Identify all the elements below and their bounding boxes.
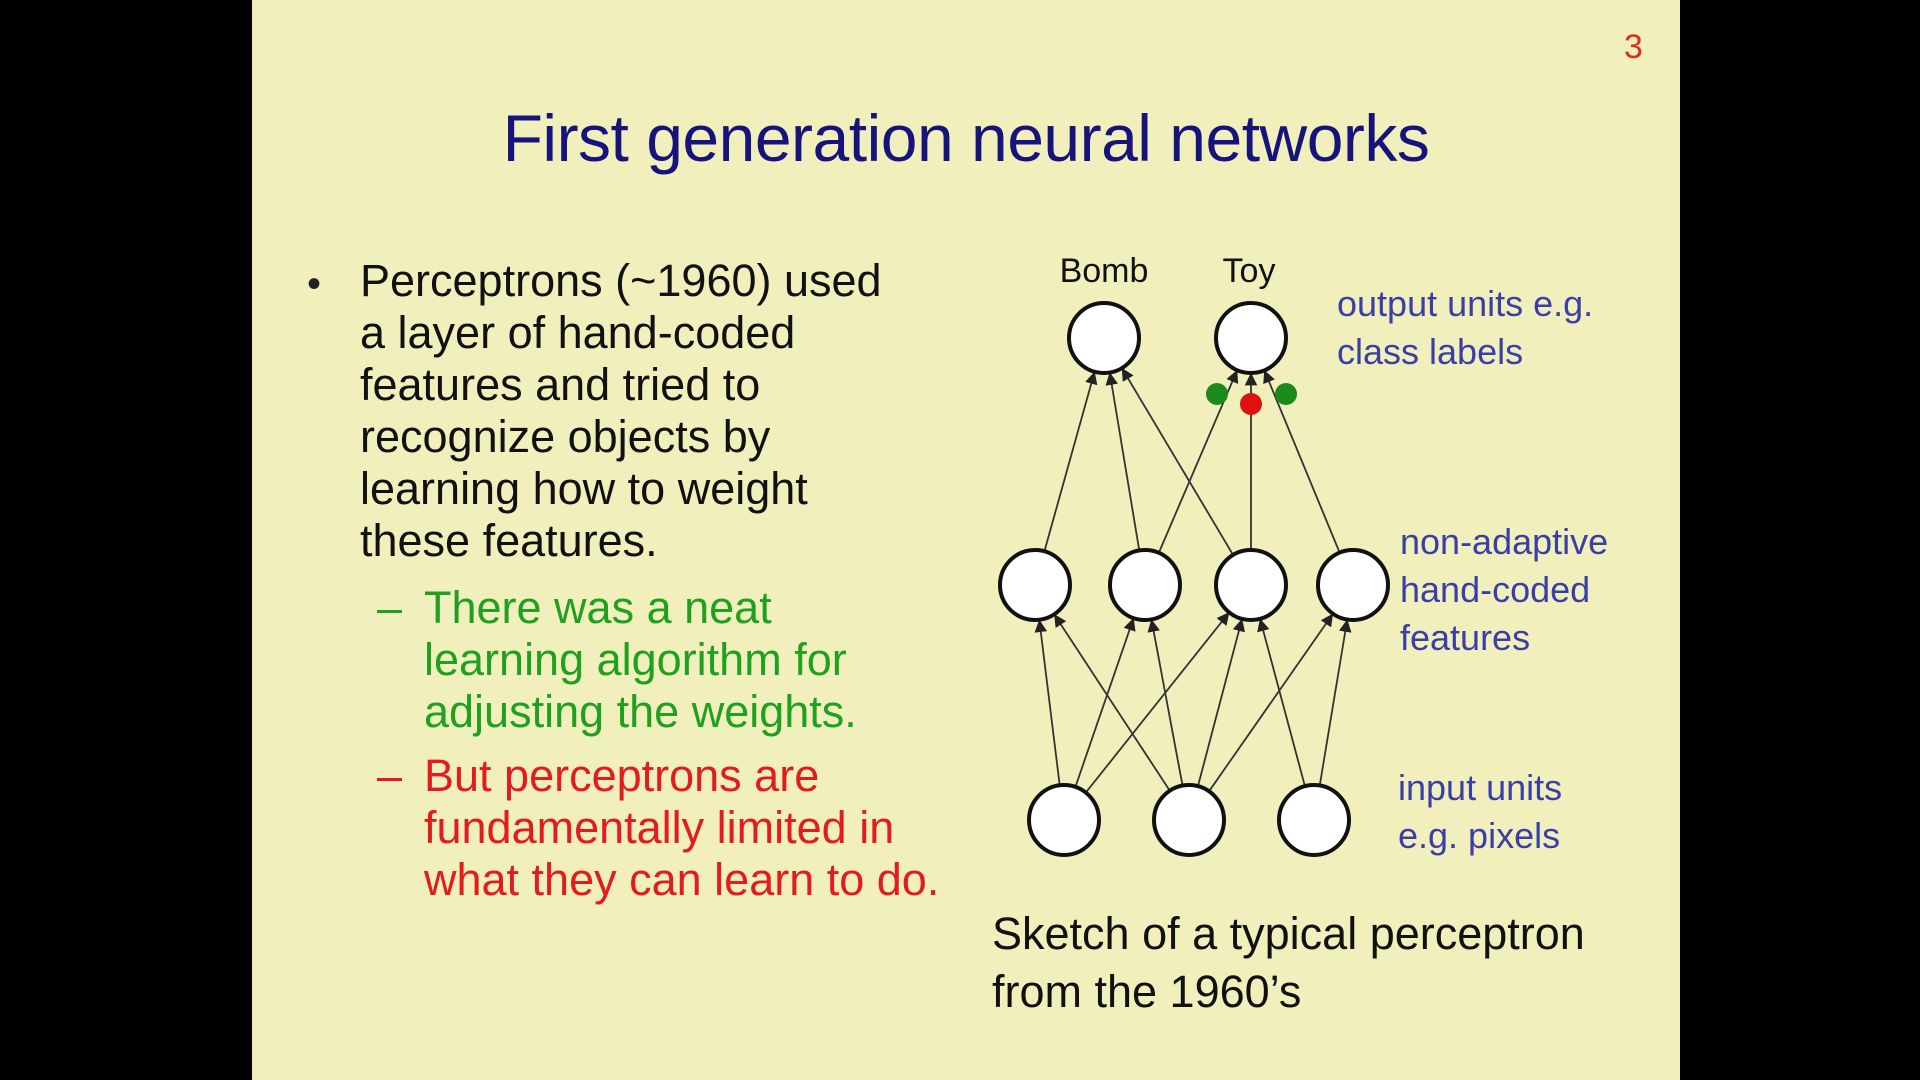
connection-arrow bbox=[1197, 618, 1246, 787]
label-features: non-adaptive hand-coded features bbox=[1400, 521, 1609, 658]
feature-unit bbox=[1214, 548, 1288, 622]
feature-unit bbox=[998, 548, 1072, 622]
label-output-units: output units e.g. class labels bbox=[1337, 283, 1594, 372]
connection-arrow bbox=[1105, 372, 1141, 551]
weight-dot bbox=[1275, 383, 1297, 405]
perceptron-diagram: Bomb Toy bbox=[998, 252, 1390, 857]
connections bbox=[1034, 367, 1352, 794]
connection-arrow bbox=[1034, 619, 1061, 786]
page-number: 3 bbox=[1624, 28, 1643, 66]
connection-arrow bbox=[1053, 614, 1171, 792]
label-input-units: input units e.g. pixels bbox=[1398, 767, 1563, 856]
weight-markers bbox=[1206, 383, 1297, 415]
feature-unit bbox=[1108, 548, 1182, 622]
sub-bullet-learning-algorithm: There was a neat learning algorithm for … bbox=[424, 582, 857, 737]
diagram-caption: Sketch of a typical perceptron from the … bbox=[992, 908, 1585, 1017]
input-unit bbox=[1152, 783, 1226, 857]
units bbox=[998, 301, 1390, 857]
connection-arrow bbox=[1121, 367, 1234, 556]
connection-arrow bbox=[1318, 619, 1352, 786]
connection-arrow bbox=[1257, 618, 1306, 787]
connection-arrow bbox=[1263, 370, 1341, 553]
sub-bullet-dash: – bbox=[377, 750, 403, 801]
weight-dot bbox=[1206, 383, 1228, 405]
connection-arrow bbox=[1208, 613, 1334, 792]
output-unit bbox=[1214, 301, 1288, 375]
slide-title: First generation neural networks bbox=[502, 101, 1430, 175]
output-unit bbox=[1067, 301, 1141, 375]
connection-arrow bbox=[1147, 619, 1184, 786]
output-label-toy: Toy bbox=[1223, 252, 1276, 290]
feature-unit bbox=[1316, 548, 1390, 622]
weight-dot bbox=[1240, 393, 1262, 415]
sub-bullet-limitations: But perceptrons are fundamentally limite… bbox=[424, 750, 940, 905]
bullet-text: Perceptrons (~1960) used a layer of hand… bbox=[360, 255, 882, 566]
bullet-marker: • bbox=[307, 262, 322, 306]
connection-arrow bbox=[1085, 612, 1230, 794]
input-unit bbox=[1277, 783, 1351, 857]
input-unit bbox=[1027, 783, 1101, 857]
connection-arrow bbox=[1074, 617, 1136, 788]
output-label-bomb: Bomb bbox=[1060, 252, 1149, 290]
connection-arrow bbox=[1043, 371, 1098, 552]
sub-bullet-dash: – bbox=[377, 582, 403, 633]
slide: 3 First generation neural networks • Per… bbox=[252, 0, 1680, 1080]
